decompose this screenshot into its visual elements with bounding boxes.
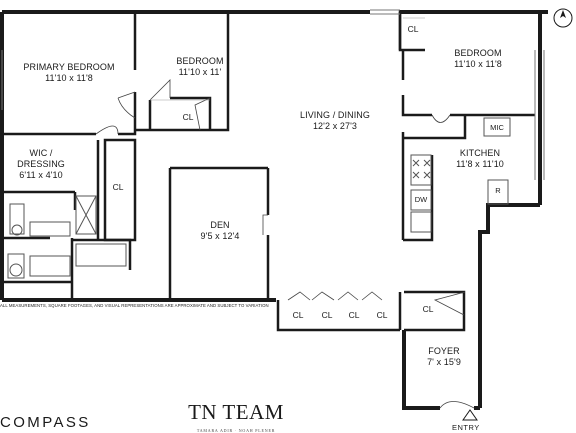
closet-label: CL [112,182,124,192]
windows [1,9,545,180]
room-label-kitchen: KITCHEN 11'8 x 11'10 [456,148,504,169]
room-label-primary-bedroom: PRIMARY BEDROOM 11'10 x 11'8 [23,62,115,83]
bath-fixtures [7,195,127,279]
closet-label: CL [292,310,304,320]
room-label-bedroom-1: BEDROOM 11'10 x 11' [176,56,224,77]
entry-label: ENTRY [452,423,480,432]
room-label-den: DEN 9'5 x 12'4 [200,220,240,241]
entry-arrow-icon [462,409,478,421]
room-label-wic: WIC / DRESSING 6'11 x 4'10 [17,148,65,180]
disclaimer-text: ALL MEASUREMENTS, SQUARE FOOTAGES, AND V… [0,303,269,308]
team-members: TAMARA ADIR · NOAH PLENER [196,428,276,433]
closet-hatches [150,17,425,101]
closet-label: CL [407,24,419,34]
room-label-living-dining: LIVING / DINING 12'2 x 27'3 [299,110,370,131]
compass-rose-icon [553,8,573,28]
kitchen-fixtures [410,117,511,233]
closet-label: CL [422,304,434,314]
team-logo: TN TEAM [188,400,284,424]
stove-burners [412,159,431,179]
fridge-label: R [495,186,501,195]
microwave-label: MIC [490,123,504,132]
door-swings [95,79,475,409]
brokerage-logo: COMPASS [0,414,91,431]
closet-label: CL [348,310,360,320]
north-arrow-icon [560,10,566,18]
closet-label: CL [321,310,333,320]
closet-label: CL [182,112,194,122]
room-label-foyer: FOYER 7' x 15'9 [427,346,461,367]
room-label-bedroom-2: BEDROOM 11'10 x 11'8 [454,48,502,69]
closet-label: CL [376,310,388,320]
dishwasher-label: DW [414,195,428,204]
